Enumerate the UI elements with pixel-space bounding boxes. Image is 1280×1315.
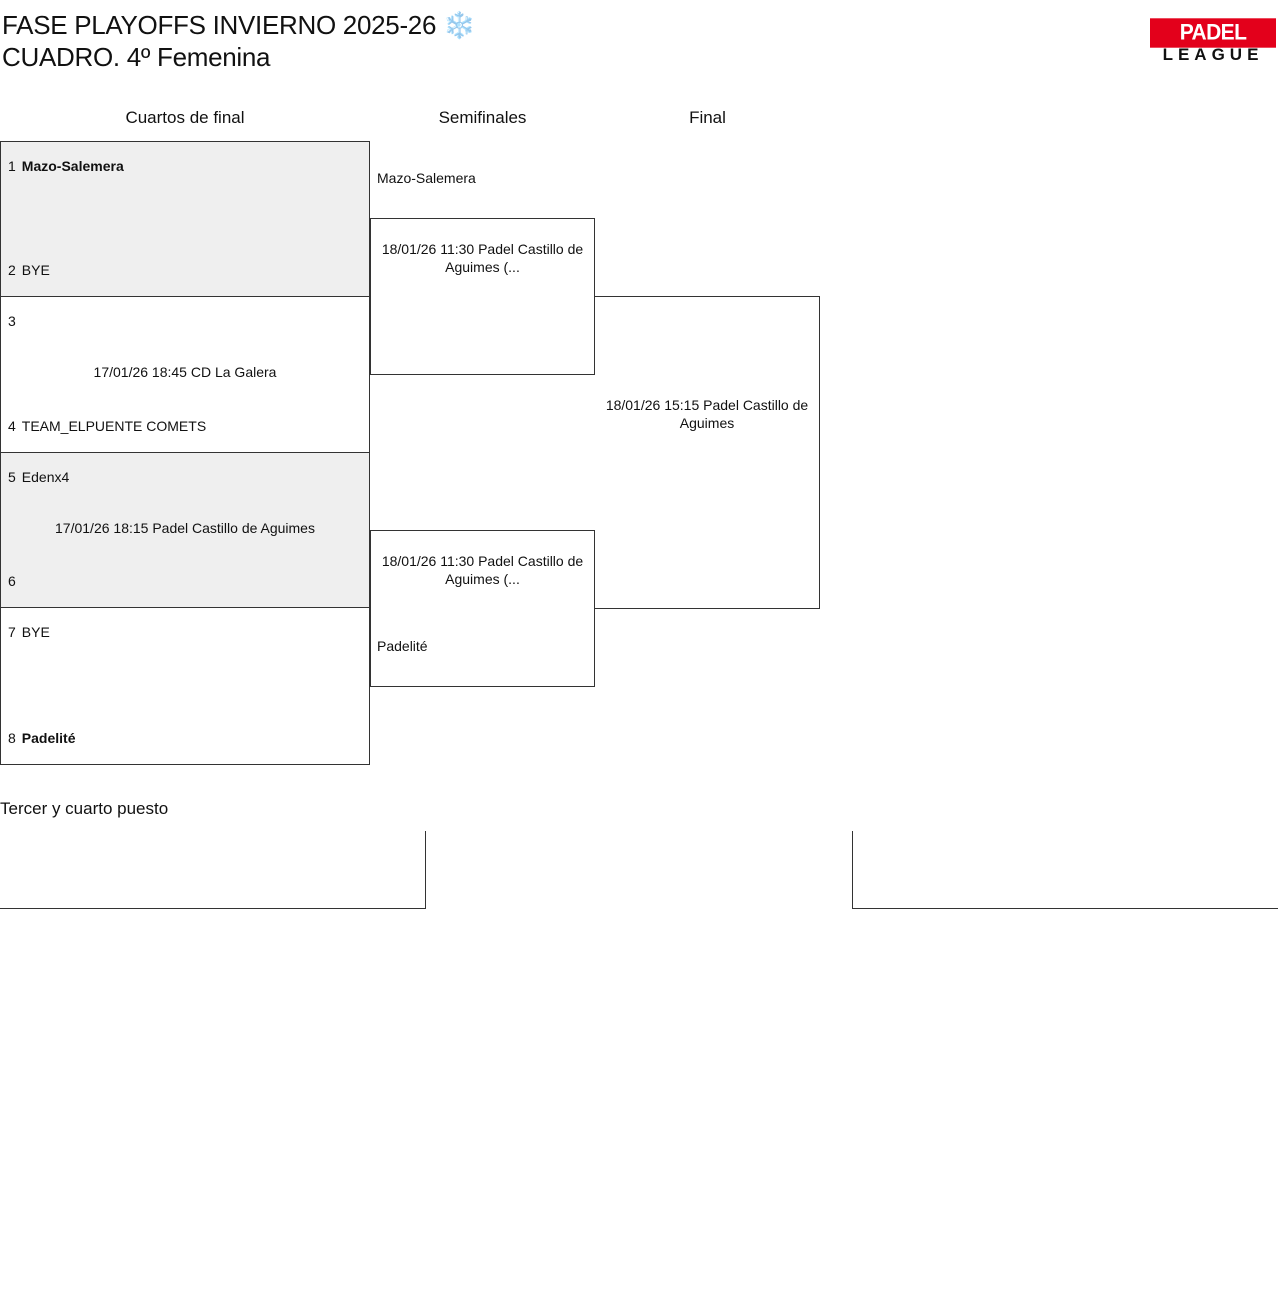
semifinal-1-team-top: Mazo-Salemera (377, 170, 476, 186)
match-slot-bottom: 6 (8, 573, 22, 589)
match-schedule: 18/01/26 11:30 Padel Castillo de Aguimes… (381, 241, 584, 275)
quarterfinal-match-1[interactable]: 1 Mazo-Salemera 2 BYE (0, 141, 370, 297)
seed-number: 6 (8, 573, 16, 589)
seed-number: 8 (8, 730, 16, 746)
team-name: BYE (21, 262, 50, 278)
match-slot-top: 5 Edenx4 (8, 469, 69, 485)
match-schedule: 18/01/26 15:15 Padel Castillo de Aguimes (605, 397, 809, 431)
seed-number: 3 (8, 313, 16, 329)
seed-number: 1 (8, 158, 16, 174)
team-name: Mazo-Salemera (21, 158, 124, 174)
quarterfinal-match-2[interactable]: 3 17/01/26 18:45 CD La Galera 4 TEAM_ELPU… (0, 297, 370, 453)
quarterfinal-match-4[interactable]: 7 BYE 8 Padelité (0, 608, 370, 765)
third-place-slot-left[interactable] (0, 831, 426, 909)
seed-number: 5 (8, 469, 16, 485)
match-schedule: 18/01/26 11:30 Padel Castillo de Aguimes… (381, 553, 584, 587)
padel-team-league-logo: PADEL TEAM LEAGUE (1150, 18, 1276, 74)
match-slot-top: 1 Mazo-Salemera (8, 158, 124, 174)
match-slot-top: 7 BYE (8, 624, 50, 640)
team-name: TEAM_ELPUENTE COMETS (21, 418, 207, 434)
round-header-final: Final (689, 108, 726, 127)
match-schedule: 17/01/26 18:15 Padel Castillo de Aguimes (55, 520, 315, 536)
page-subtitle: CUADRO. 4º Femenina (2, 42, 271, 72)
semifinal-match-1[interactable]: 18/01/26 11:30 Padel Castillo de Aguimes… (370, 218, 595, 375)
team-name: BYE (21, 624, 50, 640)
seed-number: 2 (8, 262, 16, 278)
team-name: Padelité (21, 730, 76, 746)
round-header-quarterfinals: Cuartos de final (125, 108, 245, 127)
logo-line-bottom: LEAGUE (1162, 45, 1264, 64)
third-place-slot-right[interactable] (852, 831, 1278, 909)
team-name: Edenx4 (21, 469, 70, 485)
match-slot-bottom: 2 BYE (8, 262, 50, 278)
seed-number: 7 (8, 624, 16, 640)
quarterfinal-match-3[interactable]: 5 Edenx4 17/01/26 18:15 Padel Castillo de… (0, 452, 370, 608)
final-match[interactable]: 18/01/26 15:15 Padel Castillo de Aguimes (595, 296, 820, 609)
match-slot-bottom: 4 TEAM_ELPUENTE COMETS (8, 418, 206, 434)
third-place-title: Tercer y cuarto puesto (0, 799, 169, 818)
match-slot-bottom: 8 Padelité (8, 730, 76, 746)
seed-number: 4 (8, 418, 16, 434)
page-title: FASE PLAYOFFS INVIERNO 2025-26 ❄️ (2, 10, 476, 40)
match-slot-top: 3 (8, 313, 22, 329)
semifinal-2-team-bottom: Padelité (377, 638, 428, 654)
logo-line-top: PADEL TEAM (1150, 18, 1276, 74)
match-schedule: 17/01/26 18:45 CD La Galera (93, 364, 277, 380)
round-header-semifinals: Semifinales (438, 108, 527, 127)
semifinal-match-2[interactable]: 18/01/26 11:30 Padel Castillo de Aguimes… (370, 530, 595, 687)
